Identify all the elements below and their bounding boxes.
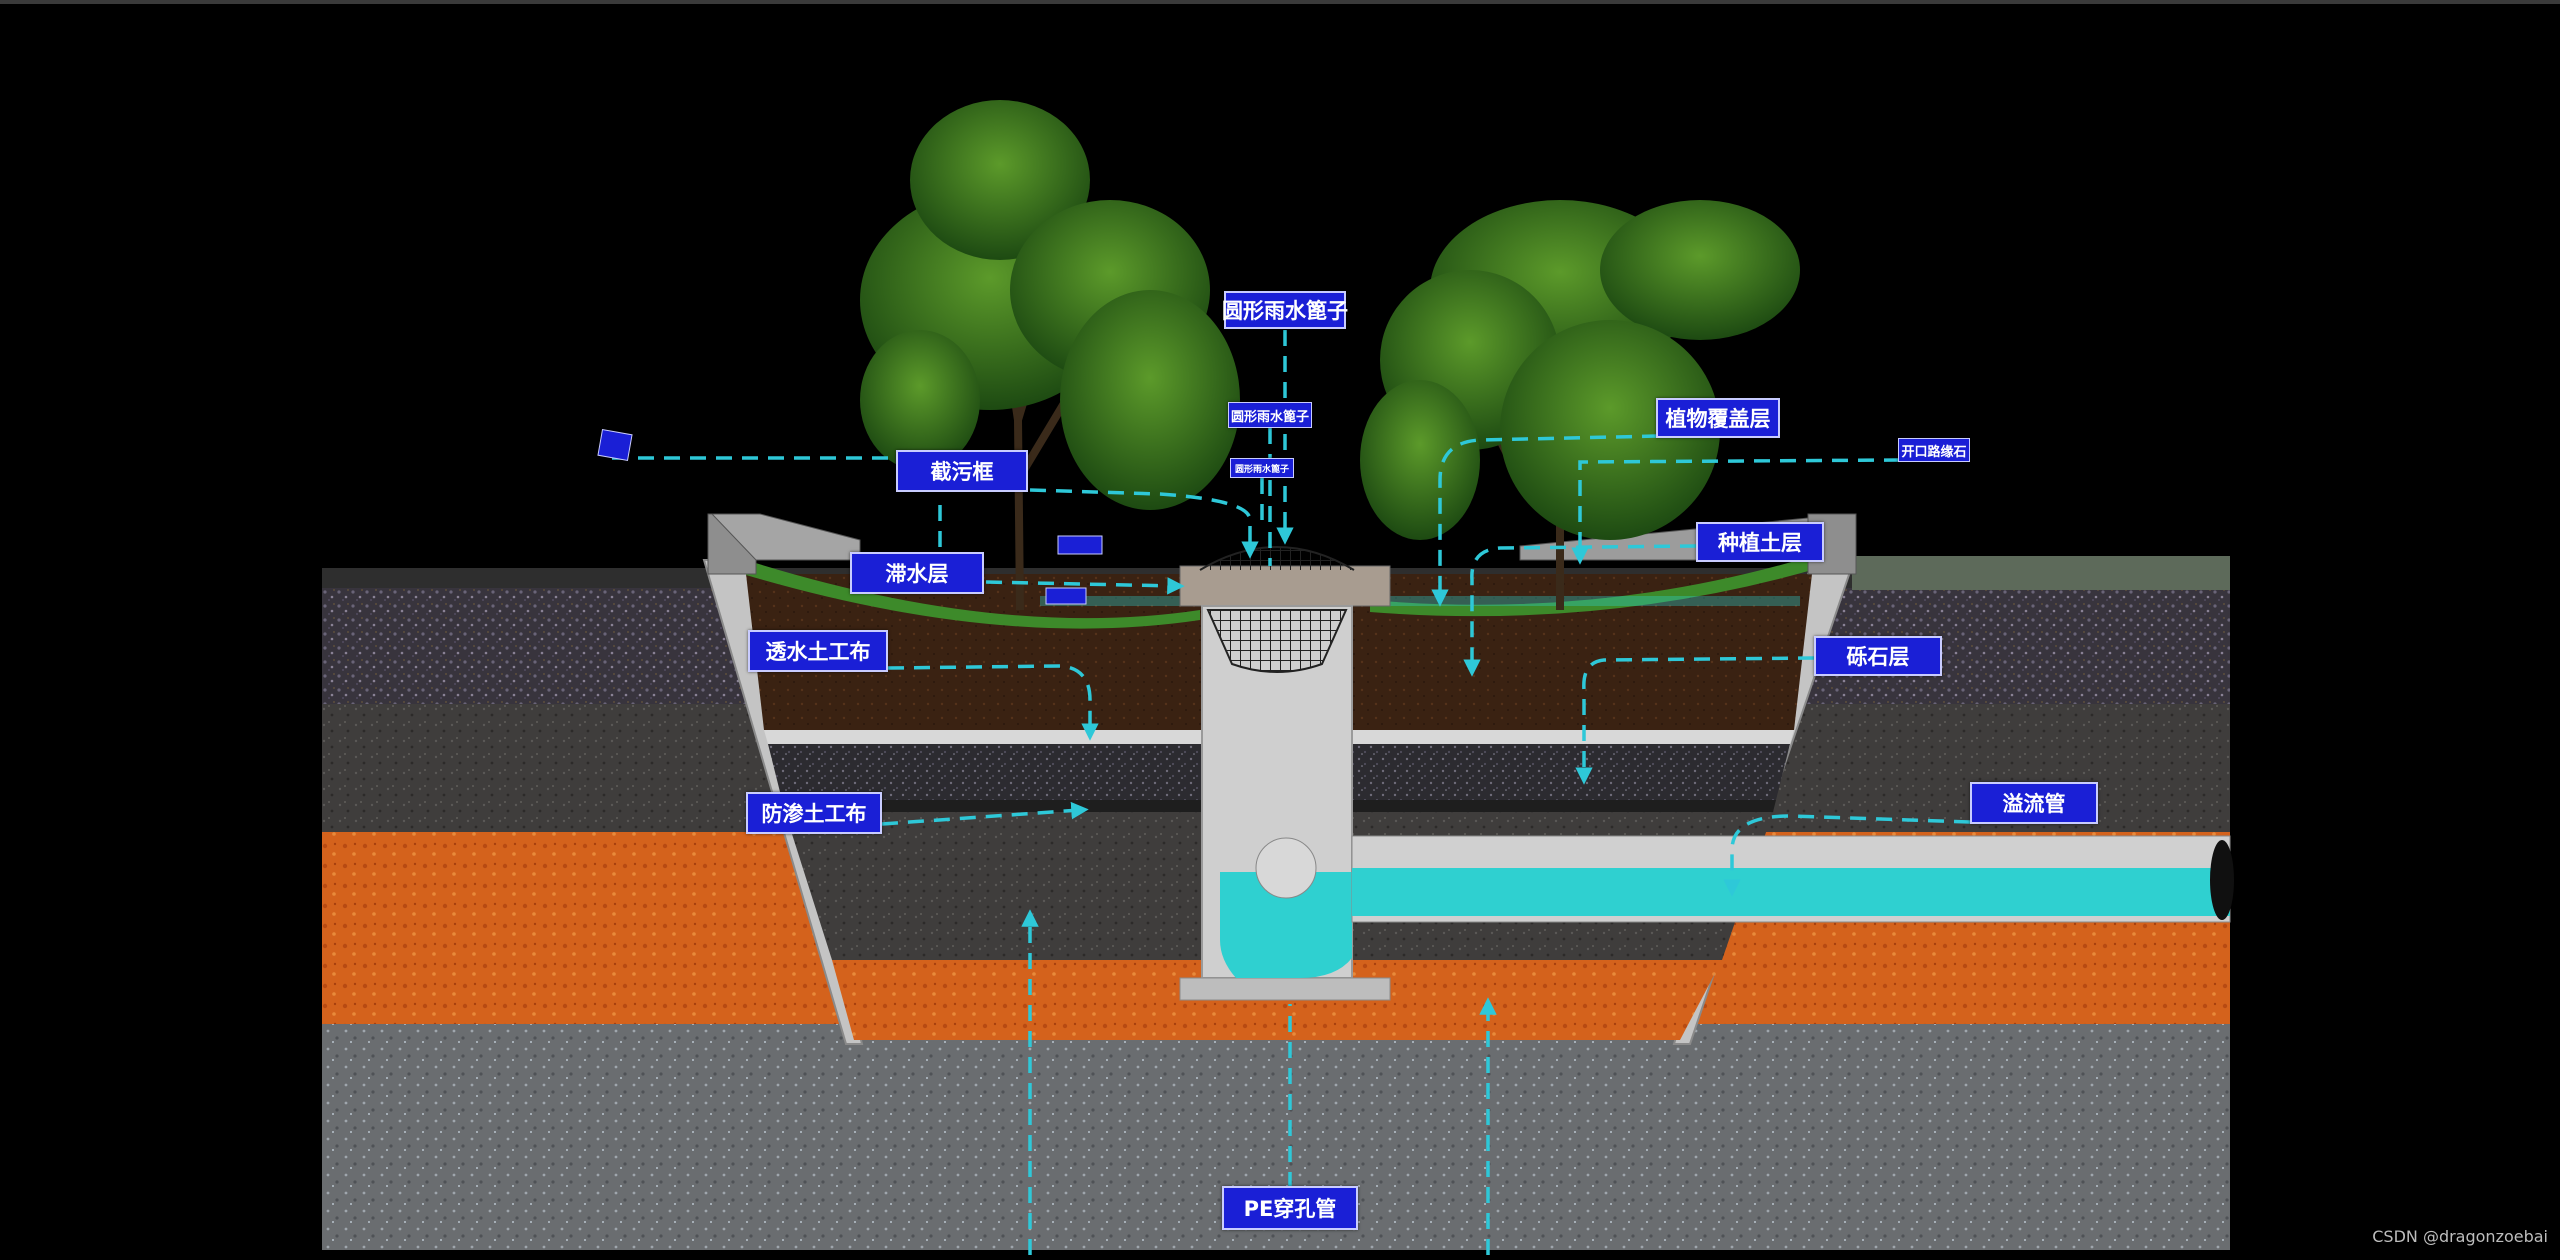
sidewalk-right — [1852, 556, 2230, 590]
label-impermeable-geotextile: 防渗土工布 — [746, 792, 882, 834]
label-gravel-layer: 砾石层 — [1814, 636, 1942, 676]
well-top-slab — [1179, 565, 1391, 607]
overflow-pipe-inlet — [1255, 837, 1317, 899]
label-grate-small: 圆形雨水篦子 — [1230, 458, 1294, 478]
label-overflow-pipe: 溢流管 — [1970, 782, 2098, 824]
watermark-text: CSDN @dragonzoebai — [2372, 1227, 2548, 1246]
well-base — [1179, 977, 1391, 1001]
label-pollutant-frame: 截污框 — [896, 450, 1028, 492]
overflow-pipe — [1351, 835, 2234, 923]
label-grate-mid: 圆形雨水篦子 — [1228, 402, 1312, 428]
label-ponding-layer: 滞水层 — [850, 552, 984, 594]
leader-lines — [612, 330, 1971, 1255]
grate-basket — [1206, 609, 1348, 673]
inlet-well — [1179, 546, 1391, 1001]
label-planting-soil: 种植土层 — [1696, 522, 1824, 562]
label-vegetation-cover: 植物覆盖层 — [1656, 398, 1780, 438]
curb-left — [707, 513, 861, 575]
label-grate-top: 圆形雨水篦子 — [1222, 291, 1348, 329]
tree-left — [860, 100, 1240, 611]
label-permeable-geotextile: 透水土工布 — [748, 630, 888, 672]
top-bar — [0, 0, 2560, 4]
curb-opening-small-label — [597, 429, 633, 461]
label-pe-pipe: PE穿孔管 — [1222, 1186, 1358, 1230]
well-water — [1220, 872, 1352, 978]
grass-cover-right — [1370, 556, 1812, 617]
inlet-small-label — [1045, 587, 1087, 605]
ponding-small-label — [1057, 535, 1103, 555]
label-curb-opening: 开口路缘石 — [1898, 438, 1970, 462]
tree-right — [1360, 200, 1800, 610]
grate-dome — [1199, 546, 1355, 571]
ponding-water-surface — [1040, 596, 1800, 606]
grass-cover — [746, 560, 1200, 629]
